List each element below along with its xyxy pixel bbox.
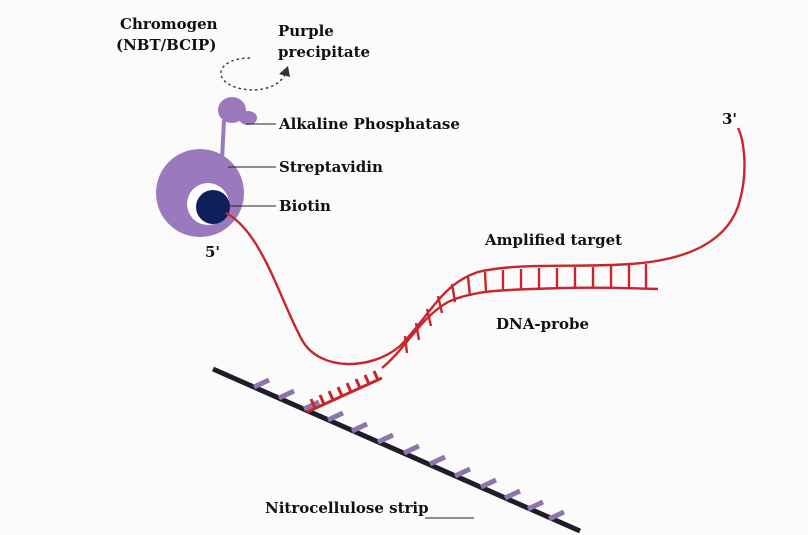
nitrocellulose-strip-label: Nitrocellulose strip bbox=[265, 499, 429, 517]
alkaline-phosphatase-label: Alkaline Phosphatase bbox=[278, 115, 460, 133]
arrowhead-icon bbox=[279, 66, 290, 77]
streptavidin-protein bbox=[156, 149, 244, 237]
base-pair-rungs bbox=[405, 264, 646, 353]
alkaline-phosphatase-enzyme bbox=[218, 97, 257, 160]
chromogen-formula-label: (NBT/BCIP) bbox=[116, 36, 216, 54]
biotin-molecule bbox=[196, 190, 230, 224]
biotin-label: Biotin bbox=[279, 197, 331, 215]
captured-probe-hybrid bbox=[307, 371, 382, 412]
dna-probe-label: DNA-probe bbox=[496, 315, 589, 333]
purple-label: Purple bbox=[278, 22, 334, 40]
three-prime-label: 3' bbox=[722, 110, 737, 128]
five-prime-label: 5' bbox=[205, 243, 220, 261]
streptavidin-label: Streptavidin bbox=[279, 158, 383, 176]
chromogen-label: Chromogen bbox=[120, 15, 218, 33]
conversion-arrow bbox=[221, 58, 290, 90]
amplified-target-label: Amplified target bbox=[484, 231, 622, 249]
precipitate-label: precipitate bbox=[278, 43, 370, 61]
